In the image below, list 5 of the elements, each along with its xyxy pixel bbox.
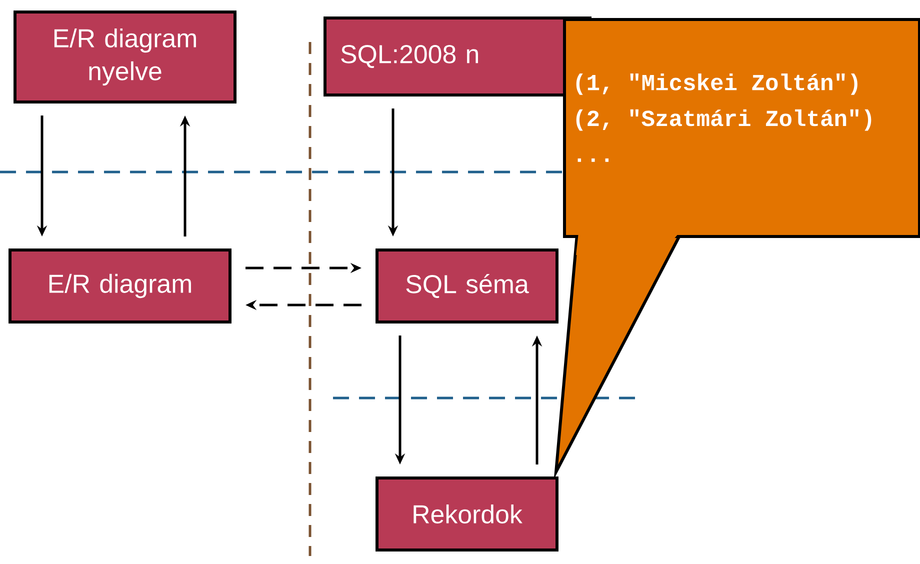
speech-callout: (1, "Micskei Zoltán") (2, "Szatmári Zoltán") ... <box>554 18 920 480</box>
process-box: Rekordok <box>376 476 558 552</box>
process-box: E/R diagram nyelve <box>14 10 236 104</box>
process-box: SQL séma <box>376 248 558 324</box>
process-box: E/R diagram <box>8 248 232 324</box>
